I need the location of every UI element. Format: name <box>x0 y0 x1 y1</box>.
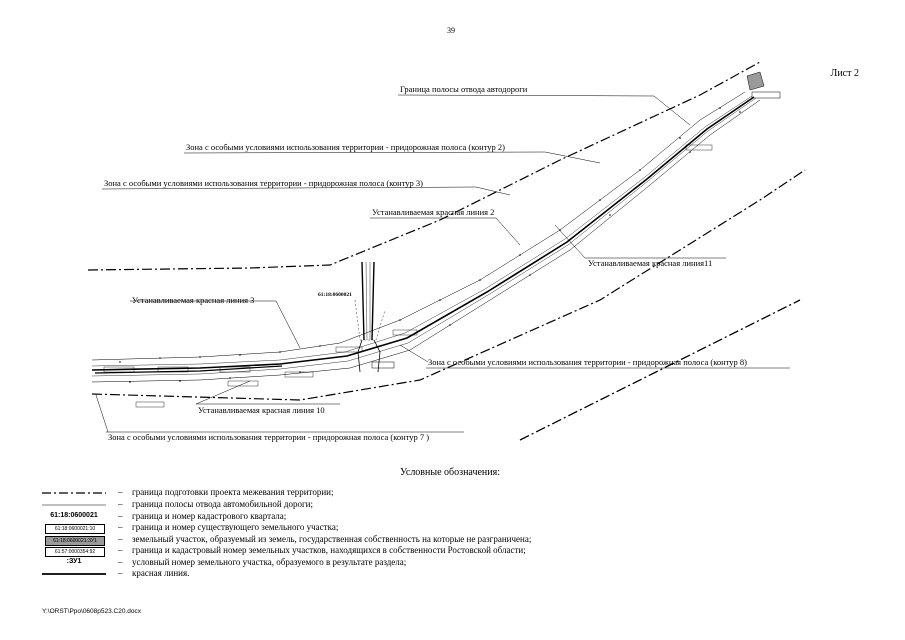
parcel-line-1 <box>91 95 753 367</box>
label-red-line-10: Устанавливаемая красная линия 10 <box>198 405 325 415</box>
legend-dash: – <box>118 522 123 532</box>
label-zone-contour-7: Зона с особыми условиями использования т… <box>108 432 429 442</box>
parcel-box <box>284 371 314 378</box>
leader-contour-7 <box>95 394 109 433</box>
legend-text: земельный участок, образуемый из земель,… <box>132 533 532 544</box>
legend-text: граница и номер существующего земельного… <box>132 522 339 532</box>
leader-red-line-10 <box>195 380 251 405</box>
survey-points <box>119 107 741 383</box>
legend-text: красная линия. <box>132 568 190 578</box>
formed-parcel-grey <box>746 71 765 91</box>
quarter-number-symbol: 61:18:0600021 <box>50 511 98 519</box>
label-zone-contour-2: Зона с особыми условиями использования т… <box>186 142 505 152</box>
parcel-box <box>157 366 189 373</box>
label-red-line-2: Устанавливаемая красная линия 2 <box>372 207 494 217</box>
label-right-of-way: Граница полосы отвода автодороги <box>400 84 528 94</box>
parcel-box <box>103 366 135 373</box>
right-of-way-north <box>91 91 746 361</box>
parcel-box-symbol: 61:57:0000354:92 <box>42 546 106 557</box>
side-road-inner-left <box>365 261 368 341</box>
page-number: 39 <box>447 26 455 35</box>
cadastral-quarter-label: 61:18:0600021 <box>318 292 352 298</box>
leader-red-line-3 <box>275 300 301 349</box>
leader-contour-8 <box>399 344 429 363</box>
project-boundary-south <box>91 169 806 401</box>
conditional-number-symbol: :ЗУ1 <box>66 557 82 565</box>
label-zone-contour-8: Зона с особыми условиями использования т… <box>428 357 747 367</box>
dash-dot-line-symbol <box>42 492 106 494</box>
label-red-line-3: Устанавливаемая красная линия 3 <box>132 295 254 305</box>
label-red-line-11: Устанавливаемая красная линия11 <box>588 258 712 268</box>
junction-outline <box>354 299 386 341</box>
legend-text: граница и кадастровый номер земельных уч… <box>132 545 526 555</box>
ne-parcel-box <box>751 91 781 99</box>
leader-contour-2 <box>544 151 601 164</box>
project-boundary-east <box>519 299 801 441</box>
legend-text: граница и номер кадастрового квартала; <box>132 510 287 521</box>
junction-parcel-box <box>371 361 395 369</box>
legend-text: граница полосы отвода автомобильной доро… <box>132 498 313 509</box>
legend-text: граница подготовки проекта межевания тер… <box>132 487 334 497</box>
parcel-box-grey-symbol: 61:18:0600021:ЗУ1 <box>42 535 106 546</box>
red-line-main <box>91 96 755 371</box>
legend-dash: – <box>118 533 123 544</box>
legend-title: Условные обозначения: <box>400 467 501 478</box>
parcel-box <box>135 401 165 408</box>
thick-line-symbol <box>42 573 106 575</box>
leader-right-of-way <box>653 95 691 126</box>
parcel-box <box>219 366 251 373</box>
legend-dash: – <box>118 498 123 509</box>
legend-dash: – <box>118 510 123 521</box>
parcel-box <box>685 144 713 151</box>
legend-dash: – <box>118 487 123 497</box>
label-zone-contour-3: Зона с особыми условиями использования т… <box>104 178 423 188</box>
project-boundary-north <box>87 61 761 271</box>
side-road-right <box>371 261 375 341</box>
legend-dash: – <box>118 556 123 567</box>
legend-dash: – <box>118 545 123 555</box>
parcel-box <box>392 329 418 336</box>
sheet-label: Лист 2 <box>830 68 859 79</box>
side-road-left <box>361 261 365 341</box>
parcel-box <box>335 346 363 353</box>
file-path: Y:\ORST\Ppo\0608p523.C20.docx <box>42 608 142 615</box>
legend-dash: – <box>118 568 123 578</box>
parcel-box-symbol: 61:18:0600021:10 <box>42 523 106 534</box>
leader-red-line-2 <box>495 217 521 246</box>
parcel-box <box>227 380 259 387</box>
thin-line-symbol <box>42 504 106 505</box>
parcel-line-2 <box>91 97 757 377</box>
junction-lines <box>357 339 381 373</box>
red-line-10 <box>94 365 283 374</box>
leader-contour-3 <box>475 186 511 196</box>
legend-text: условный номер земельного участка, образ… <box>132 556 407 567</box>
